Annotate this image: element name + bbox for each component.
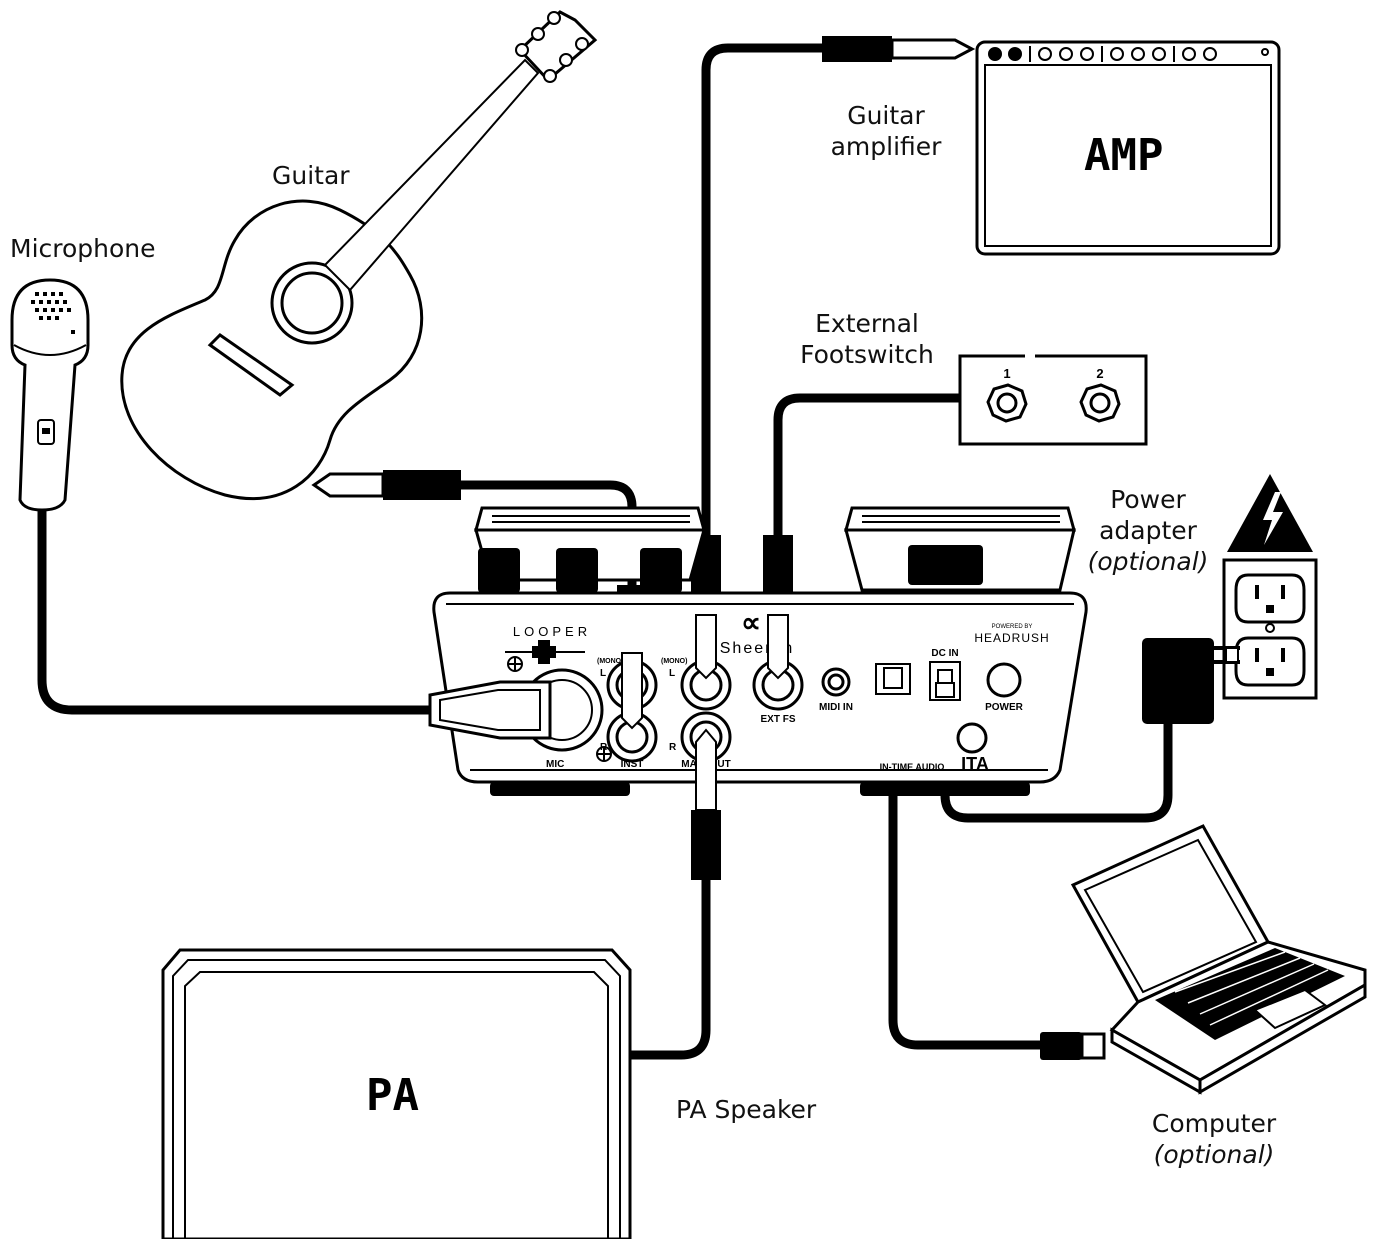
pedal-unit: LOOPER	[428, 506, 1088, 796]
power-adapter-label: Power adapter (optional)	[1082, 484, 1214, 577]
guitar-amplifier-label-line-1: Guitar	[847, 101, 925, 130]
amp-cable-plug	[822, 36, 892, 62]
warning-icon	[1227, 474, 1313, 552]
guitar-label: Guitar	[272, 161, 350, 190]
external-footswitch: 1 2	[958, 354, 1148, 446]
pa-plug-body	[691, 810, 721, 880]
wall-outlet	[1222, 558, 1318, 700]
ita-label: ITA	[961, 754, 989, 774]
usb-a-plug-body	[1040, 1032, 1082, 1060]
looper-label: LOOPER	[513, 624, 591, 639]
amp-plug-tip	[695, 614, 717, 680]
usb-audio-label: IN-TIME AUDIO	[880, 762, 945, 772]
pa-word: PA	[366, 1070, 419, 1121]
powered-by-label: POWERED BY	[992, 624, 1033, 630]
dc-cable	[940, 695, 1173, 823]
svg-text:∝: ∝	[741, 607, 761, 638]
external-footswitch-label-line-1: External	[815, 309, 919, 338]
mic-label: MIC	[546, 759, 564, 770]
power-button[interactable]	[986, 662, 1022, 698]
computer-label-line-1: Computer	[1151, 1109, 1277, 1138]
ext-fs-label: EXT FS	[760, 714, 795, 725]
headrush-logo: HEADRUSH	[974, 631, 1049, 645]
dc-in-label: DC IN	[931, 648, 958, 659]
midi-in-label: MIDI IN	[819, 702, 853, 713]
usb-a-plug-tip	[1080, 1032, 1106, 1060]
mono-label-1: (MONO)	[597, 658, 623, 665]
pa-speaker-label: PA Speaker	[676, 1095, 817, 1124]
power-adapter	[1142, 638, 1240, 724]
inst-label: INST	[621, 759, 644, 770]
inst-plug-tip	[621, 652, 643, 730]
guitar-cable-plug	[383, 470, 461, 500]
microphone-label: Microphone	[10, 234, 156, 263]
ita-button[interactable]	[956, 722, 988, 754]
pa-speaker	[161, 948, 632, 1241]
external-footswitch-label-line-2: Footswitch	[800, 340, 934, 369]
microphone	[10, 278, 90, 512]
external-footswitch-label: External Footswitch	[793, 308, 941, 370]
footswitch-button-1-label: 1	[1003, 366, 1010, 381]
amp-word: AMP	[1084, 130, 1164, 181]
guitar	[120, 10, 598, 501]
dc-plug-tip	[935, 682, 955, 698]
guitar-amplifier-label: Guitar amplifier	[828, 100, 944, 162]
mono-label-2: (MONO)	[661, 658, 687, 665]
guitar-amplifier	[975, 40, 1281, 256]
microphone-cable	[37, 500, 435, 715]
power-adapter-optional-label: (optional)	[1087, 547, 1209, 576]
footswitch-cable	[773, 393, 965, 665]
computer-label: Computer (optional)	[1144, 1108, 1284, 1170]
inst-l-label: L	[600, 668, 606, 679]
guitar-cable-tip	[311, 472, 385, 498]
power-adapter-label-line-2: adapter	[1099, 516, 1197, 545]
pa-cable	[625, 755, 711, 1060]
usb-plug-tip	[883, 667, 903, 689]
amp-cable	[701, 43, 835, 665]
footswitch-plug-tip	[767, 614, 789, 680]
amp-cable-tip	[890, 38, 976, 60]
power-adapter-label-line-1: Power	[1110, 485, 1186, 514]
main-out-r-label: R	[669, 742, 677, 753]
pa-plug-tip	[695, 728, 717, 811]
power-label: POWER	[985, 702, 1024, 713]
main-out-l-label: L	[669, 668, 675, 679]
usb-cable	[888, 695, 1045, 1050]
computer	[1070, 824, 1367, 1095]
guitar-amplifier-label-line-2: amplifier	[830, 132, 942, 161]
inst-r-label: R	[600, 742, 608, 753]
footswitch-button-2-label: 2	[1096, 366, 1103, 381]
computer-optional-label: (optional)	[1153, 1140, 1275, 1169]
